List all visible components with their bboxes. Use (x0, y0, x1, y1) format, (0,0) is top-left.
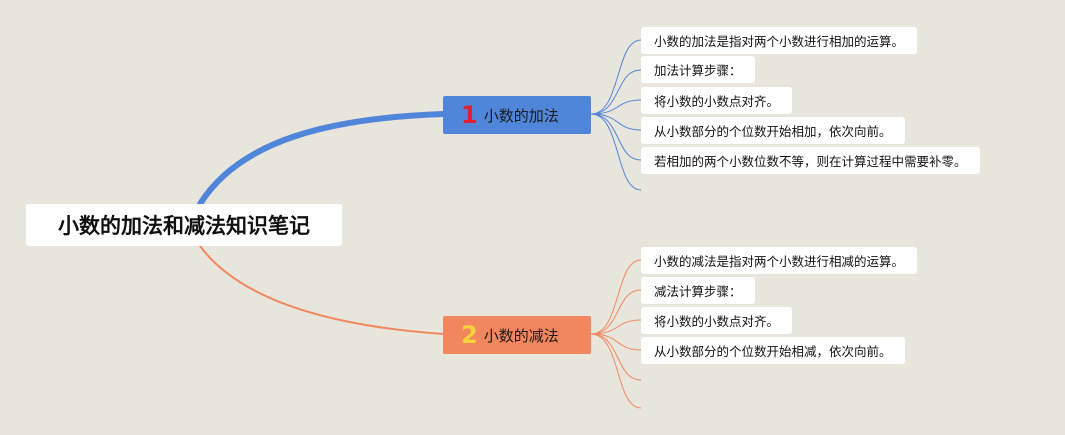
root-topic[interactable]: 小数的加法和减法知识笔记 (26, 204, 342, 246)
leaf-link (590, 259, 642, 335)
leaf-link (590, 113, 642, 131)
leaf-link (590, 333, 642, 381)
leaf-link (590, 113, 642, 161)
leaf-text: 将小数的小数点对齐。 (654, 94, 780, 109)
leaf-text: 小数的加法是指对两个小数进行相加的运算。 (654, 34, 905, 49)
root-to-branch-2-link (199, 245, 444, 335)
leaf-topic[interactable]: 小数的加法是指对两个小数进行相加的运算。 (641, 27, 918, 54)
leaf-text: 从小数部分的个位数开始相减，依次向前。 (654, 344, 892, 359)
leaf-text: 减法计算步骤： (654, 284, 742, 299)
leaf-topic[interactable]: 减法计算步骤： (641, 277, 755, 304)
branch-label: 小数的加法 (483, 106, 559, 125)
leaf-topic[interactable]: 小数的减法是指对两个小数进行相减的运算。 (641, 247, 918, 274)
branch-number-badge: 2 (461, 321, 478, 349)
leaf-link (590, 39, 642, 115)
leaf-topic[interactable]: 若相加的两个小数位数不等，则在计算过程中需要补零。 (641, 147, 980, 174)
branch-2-leaf-links (590, 259, 642, 409)
branch-topic-addition[interactable]: 1 小数的加法 (443, 96, 591, 134)
leaf-topic[interactable]: 从小数部分的个位数开始相减，依次向前。 (641, 337, 905, 364)
leaf-link (590, 69, 642, 115)
leaf-link (590, 333, 642, 409)
leaf-text: 加法计算步骤： (654, 63, 742, 78)
leaf-text: 若相加的两个小数位数不等，则在计算过程中需要补零。 (654, 154, 967, 169)
leaf-link (590, 289, 642, 335)
branch-topic-subtraction[interactable]: 2 小数的减法 (443, 316, 591, 354)
leaf-text: 小数的减法是指对两个小数进行相减的运算。 (654, 254, 905, 269)
leaf-topic[interactable]: 从小数部分的个位数开始相加，依次向前。 (641, 117, 905, 144)
leaf-topic[interactable]: 加法计算步骤： (641, 56, 755, 83)
root-title: 小数的加法和减法知识笔记 (58, 214, 310, 238)
branch-label: 小数的减法 (483, 326, 559, 345)
leaf-topic[interactable]: 将小数的小数点对齐。 (641, 87, 793, 114)
leaf-text: 从小数部分的个位数开始相加，依次向前。 (654, 124, 892, 139)
leaf-link (590, 99, 642, 115)
leaf-text: 将小数的小数点对齐。 (654, 314, 780, 329)
leaf-topic[interactable]: 将小数的小数点对齐。 (641, 307, 793, 334)
leaf-link (590, 333, 642, 351)
root-to-branch-1-link (197, 111, 446, 207)
branch-1-leaf-links (590, 39, 642, 191)
leaf-link (590, 113, 642, 191)
branch-number-badge: 1 (461, 101, 478, 129)
leaf-link (590, 319, 642, 335)
